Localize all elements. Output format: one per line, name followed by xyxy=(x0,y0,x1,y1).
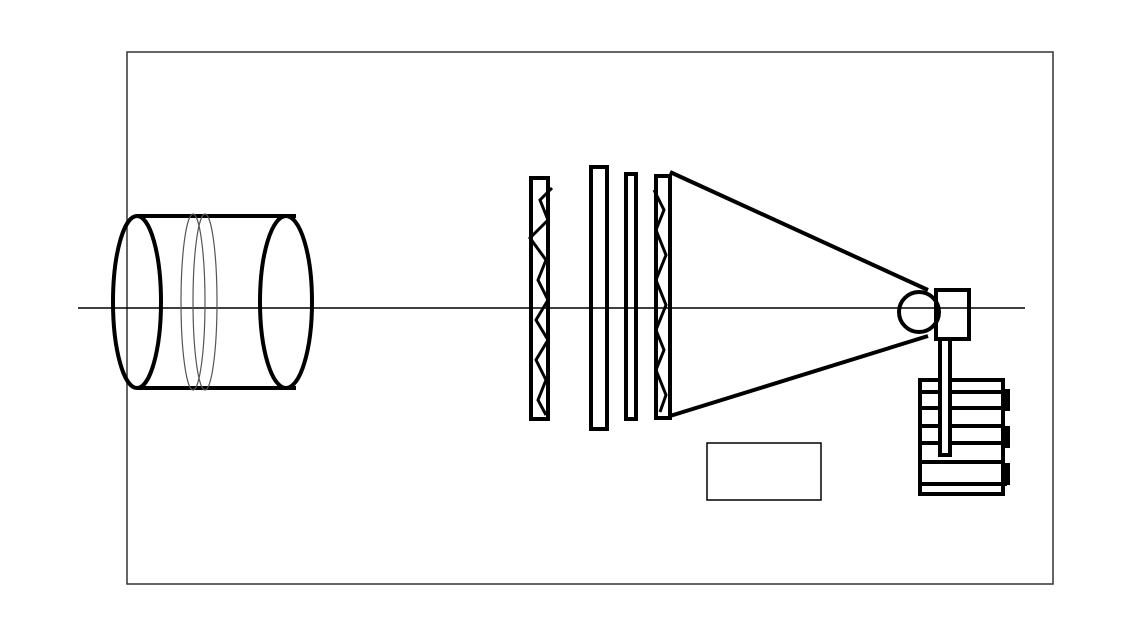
diagram-frame xyxy=(126,51,1054,585)
label-box xyxy=(706,442,822,501)
diffuser-plate xyxy=(528,176,554,421)
diffuser-plate xyxy=(652,174,672,420)
glass-plate xyxy=(589,165,609,431)
light-cone xyxy=(669,170,929,418)
detector-head xyxy=(897,288,971,341)
lens-cylinder xyxy=(111,213,314,391)
inner-lens xyxy=(180,213,206,391)
detector-stand xyxy=(918,337,1010,496)
inner-lens xyxy=(192,213,218,391)
thin-plate xyxy=(624,172,638,421)
